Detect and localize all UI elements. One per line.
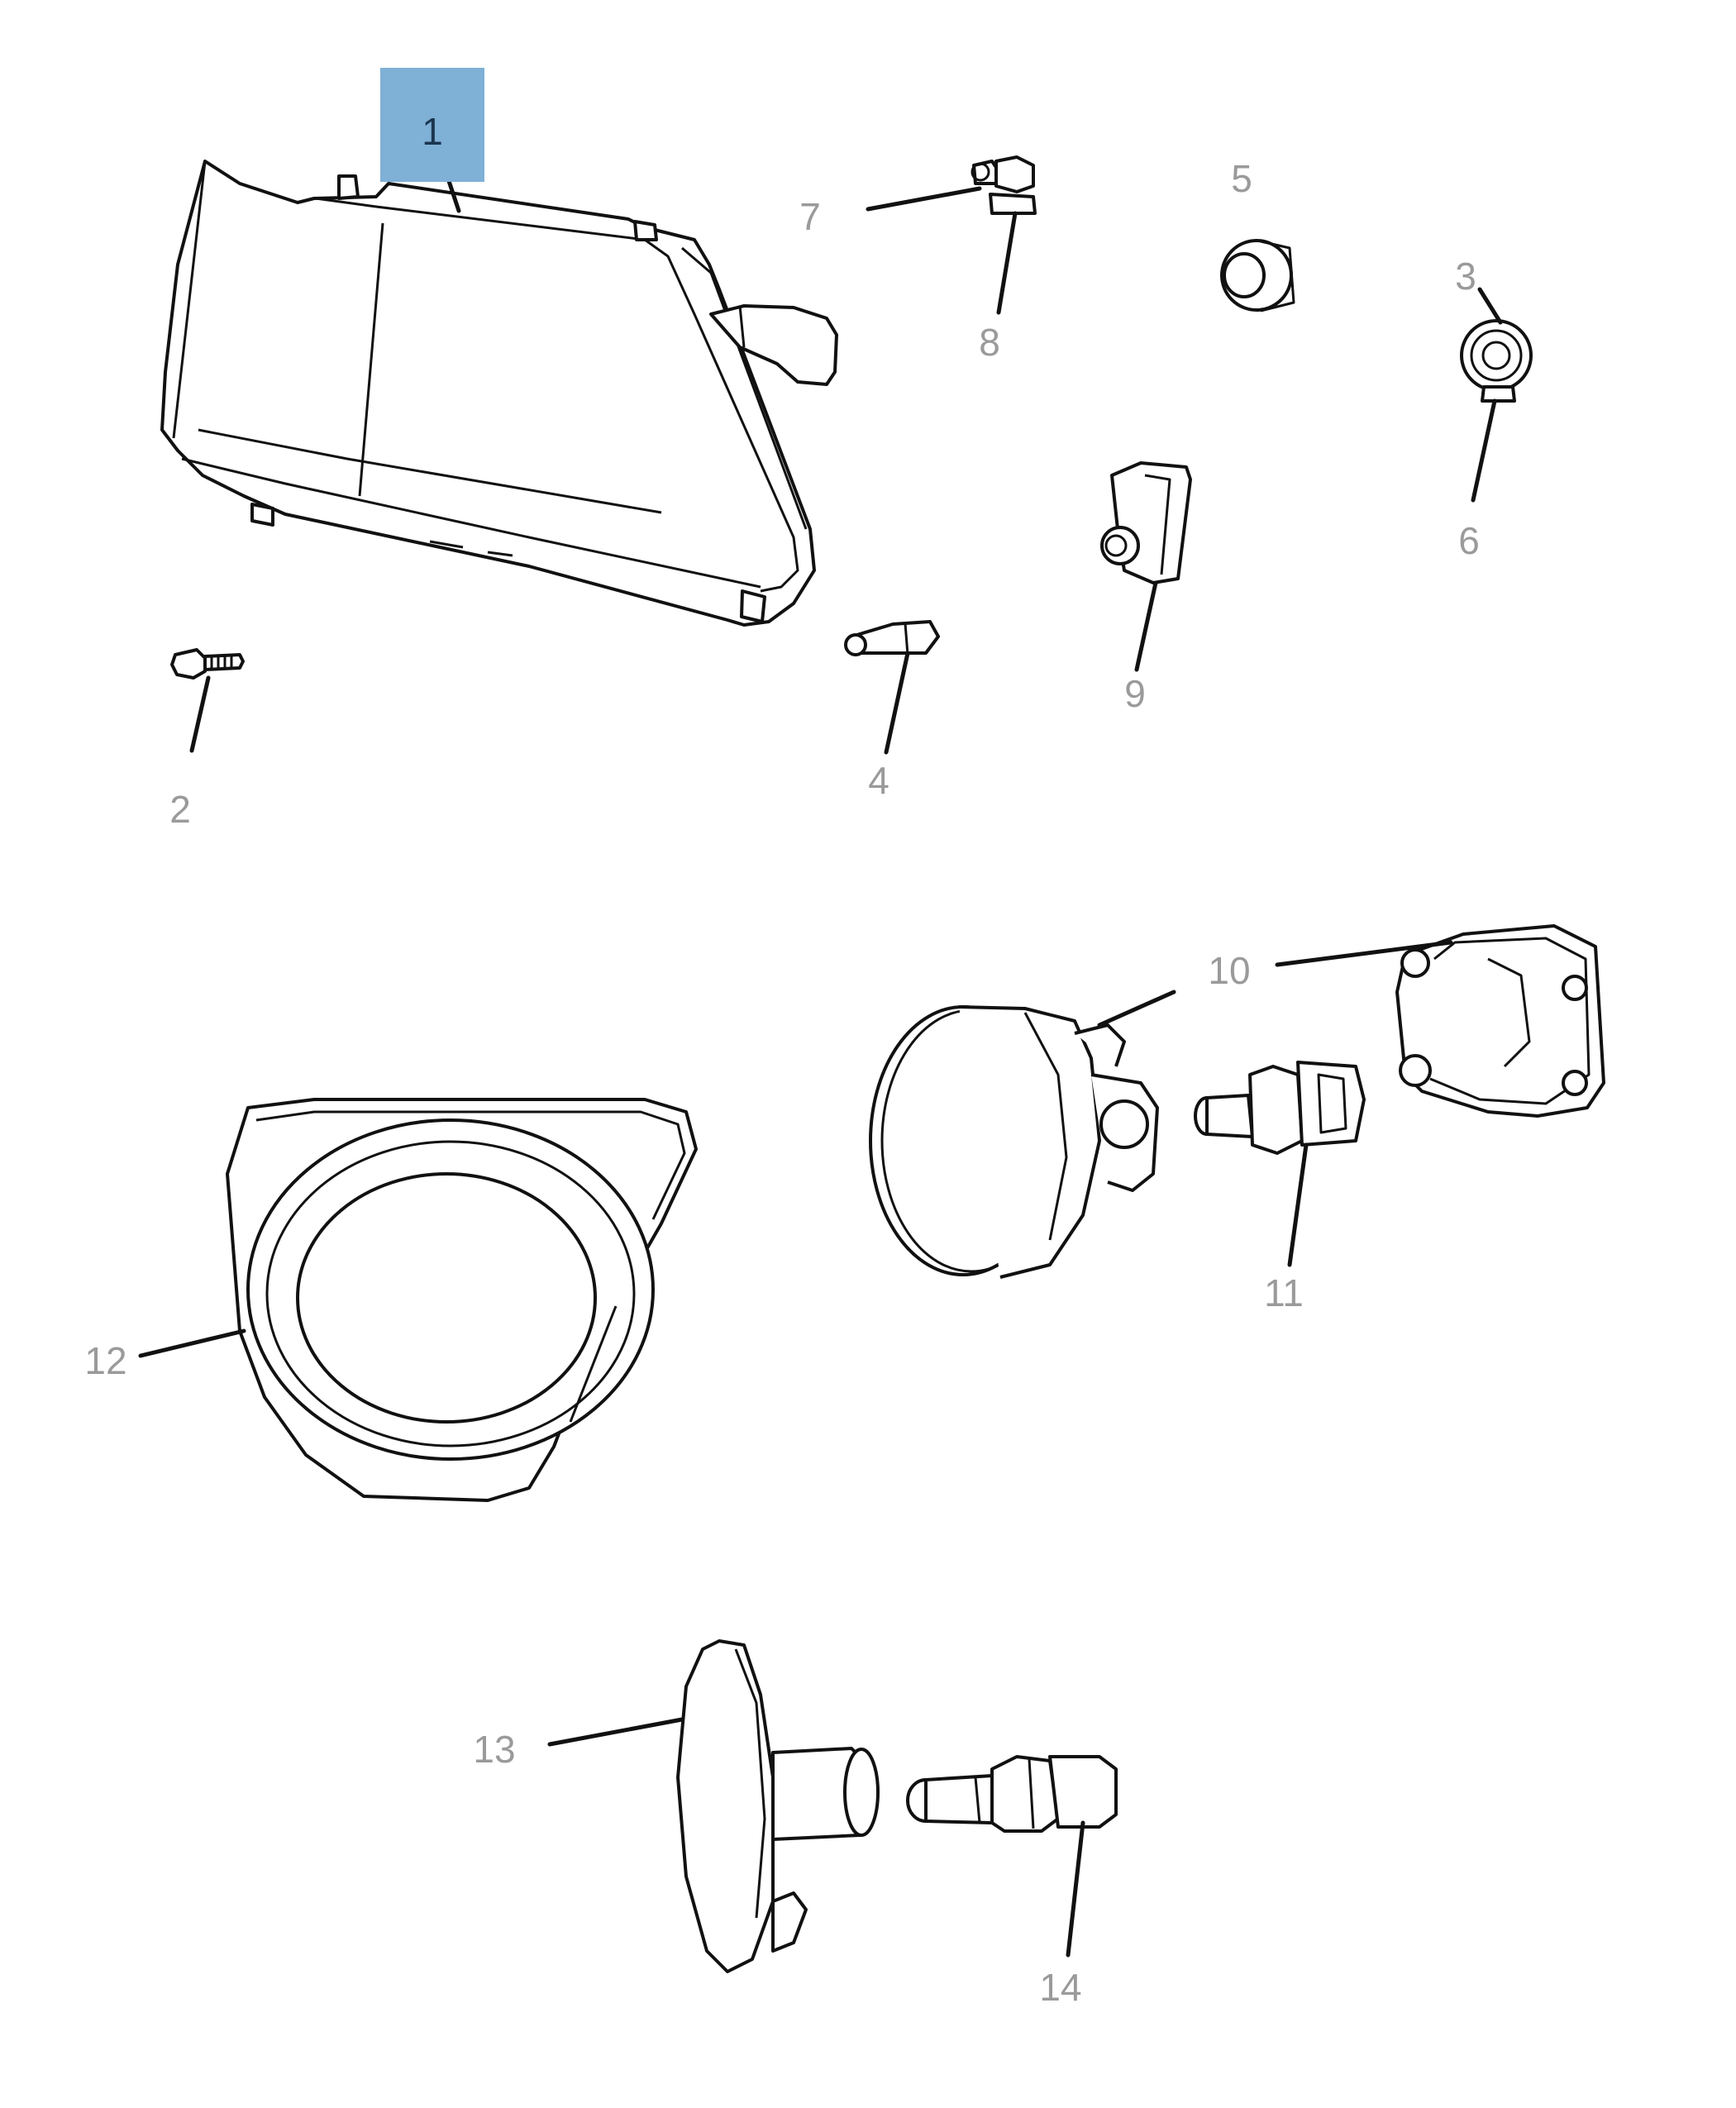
part-7-bulb[interactable]	[971, 155, 1035, 193]
leader-11	[1287, 1142, 1309, 1267]
leader-14	[1066, 1820, 1085, 1958]
part-10-mounting-bracket[interactable]	[1395, 924, 1605, 1118]
leader-4	[884, 651, 910, 755]
callout-14[interactable]: 14	[1039, 1966, 1081, 2009]
callout-5[interactable]: 5	[1231, 157, 1252, 200]
leader-6	[1471, 398, 1497, 503]
callout-11[interactable]: 11	[1264, 1271, 1304, 1314]
part-3-bulb-socket[interactable]	[1460, 319, 1533, 403]
leader-9	[1134, 580, 1158, 672]
part-10-fog-lamp[interactable]	[869, 1005, 1159, 1279]
part-14-marker-bulb[interactable]	[906, 1755, 1118, 1833]
part-9-connector[interactable]	[1100, 461, 1192, 584]
leader-10a	[1097, 990, 1176, 1028]
leader-2	[189, 675, 211, 753]
part-2-bolt[interactable]	[170, 648, 245, 680]
callout-9[interactable]: 9	[1124, 672, 1146, 715]
part-11-fog-bulb[interactable]	[1194, 1061, 1366, 1155]
part-5-bulb[interactable]	[1220, 239, 1295, 312]
callout-7[interactable]: 7	[799, 195, 821, 238]
callout-12[interactable]: 12	[84, 1339, 126, 1382]
callout-10[interactable]: 10	[1208, 949, 1250, 992]
leader-7	[866, 186, 982, 212]
callout-2[interactable]: 2	[169, 788, 191, 831]
part-8-bulb-socket[interactable]	[989, 193, 1037, 215]
callouts: 1 2 3 4 5 6 7 8 9 10 11 12 13 14	[84, 68, 1480, 2009]
part-4-wedge-bulb[interactable]	[844, 620, 940, 656]
callout-3[interactable]: 3	[1455, 255, 1476, 298]
leader-13	[547, 1717, 684, 1747]
callout-6[interactable]: 6	[1458, 519, 1480, 562]
part-12-fog-bezel[interactable]	[226, 1098, 698, 1502]
callout-13[interactable]: 13	[473, 1728, 515, 1771]
leader-3	[1477, 287, 1503, 325]
callout-8[interactable]: 8	[979, 321, 1000, 364]
leader-12	[138, 1328, 246, 1358]
callout-1[interactable]: 1	[422, 110, 443, 153]
part-1-headlamp-assembly[interactable]	[160, 160, 838, 627]
callout-4[interactable]: 4	[868, 759, 889, 802]
callout-1-highlight[interactable]	[380, 68, 484, 182]
leader-10b	[1275, 940, 1453, 967]
part-13-side-marker[interactable]	[676, 1639, 880, 1973]
leader-8	[996, 211, 1018, 315]
